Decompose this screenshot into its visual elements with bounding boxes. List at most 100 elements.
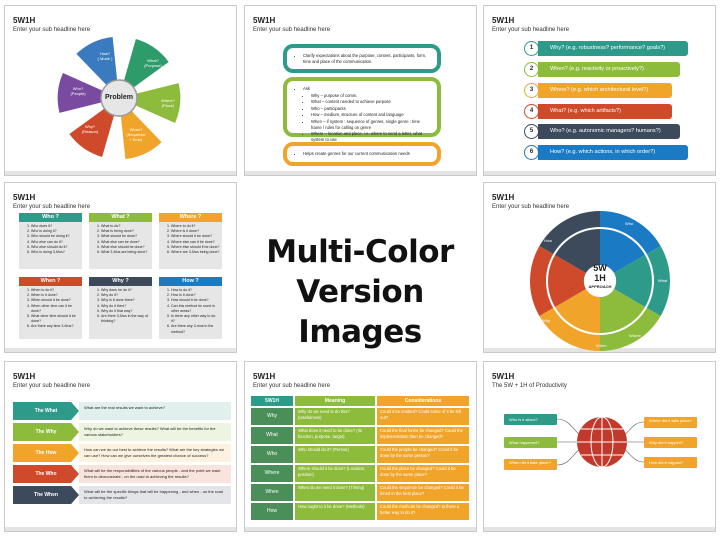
left-label-when: When did it take place? (504, 459, 557, 470)
card-title: Who ? (19, 213, 82, 222)
card-item: What to do? (101, 224, 150, 229)
row-cons: Could the people be changed? Could it be… (377, 446, 469, 463)
row-cons: Could the final forms be changed? Could … (377, 427, 469, 444)
row-meaning: Why do we need to do this? (Usefulness) (295, 408, 375, 425)
header-meaning: Meaning (295, 396, 375, 406)
slide-thumbnail-4[interactable]: 5W1H Enter your sub headline here Who ? … (4, 182, 237, 353)
ask-item: Who – participants (311, 106, 429, 112)
card-item: Who is doing it? (31, 229, 80, 234)
slide-thumbnail-9[interactable]: 5W1H The 5W + 1H of Productivity Who is … (483, 361, 716, 532)
question-row-5: Who? (e.g. autonomic managers? humans?) (538, 124, 680, 139)
row-text-why: Why do we want to achieve these results?… (79, 423, 231, 441)
row-label-who: The Who (13, 465, 79, 483)
card-item: Who is doing 3-Mus? (31, 250, 80, 255)
row-q-where: Where (251, 465, 293, 482)
petal-label-who: Who? (People) (70, 86, 86, 96)
right-label-why: Why did it happen? (644, 437, 697, 448)
right-label-where: Where did it take place? (644, 417, 697, 428)
multi-color-heading: Multi-Color Version Images (240, 232, 480, 352)
slide-subtitle: Enter your sub headline here (492, 27, 570, 33)
card-item: What is being done? (101, 229, 150, 234)
slide-subtitle: Enter your sub headline here (13, 27, 91, 33)
heading-line-2: Version Images (296, 274, 424, 350)
wedge-where (600, 289, 645, 333)
productivity-globe-diagram (556, 416, 645, 468)
card-item: Why is it done there? (101, 298, 150, 303)
row-meaning: Where should it be done? (Location, posi… (295, 465, 375, 482)
card-item: Where is it done? (171, 229, 220, 234)
card-how: How ? How to do it? How is it done? How … (159, 277, 222, 339)
row-cons: Could the place be changed? Could it be … (377, 465, 469, 482)
header-5w1h: 5W1H (251, 396, 293, 406)
card-when: When ? When to do it? When is it done? W… (19, 277, 82, 339)
card-item: What other time should it be done? (31, 314, 80, 324)
wedge-who (600, 229, 645, 273)
card-title: When ? (19, 277, 82, 286)
card-who: Who ? Who does it? Who is doing it? Who … (19, 213, 82, 269)
slide-thumbnail-3[interactable]: 5W1H Enter your sub headline here Why? (… (483, 5, 716, 176)
slide-title: 5W1H (13, 372, 36, 381)
card-title: What ? (89, 213, 152, 222)
slide-thumbnail-6[interactable]: 5W1H Enter your sub headline here 5W 1H … (483, 182, 716, 353)
slide-thumbnail-1[interactable]: 5W1H Enter your sub headline here Proble… (4, 5, 237, 176)
petal-label-why: Why? (Reason) (81, 124, 99, 134)
row-label-how: The How (13, 444, 79, 462)
card-where: Where ? Where to do it? Where is it done… (159, 213, 222, 269)
question-row-6: How? (e.g. which actions, in which order… (538, 145, 688, 160)
question-row-1: Why? (e.g. robustness? performance? goal… (538, 41, 688, 56)
row-number-3: 3 (524, 83, 539, 98)
card-item: How to do it? (171, 288, 220, 293)
segment-label-when: When (596, 343, 607, 348)
row-number-5: 5 (524, 124, 539, 139)
card-title: Why ? (89, 277, 152, 286)
wedge-what (614, 255, 652, 307)
row-q-why: Why (251, 408, 293, 425)
slide-subtitle: Enter your sub headline here (253, 383, 331, 389)
row-text-how: How can we do our best to achieve the re… (79, 444, 231, 462)
segment-label-what: What (658, 278, 668, 283)
petal-where (119, 83, 181, 123)
card-item: When other time can it be done? (31, 304, 80, 314)
card-item: What else should be done? (101, 245, 150, 250)
row-text-when: What will be the specific things that wi… (79, 486, 231, 504)
header-considerations: Considerations (377, 396, 469, 406)
row-number-1: 1 (524, 41, 539, 56)
ask-item: How – medium, structure of content and l… (311, 112, 429, 118)
ring-segment-what (646, 246, 670, 316)
ask-item: When – if system : sequence of genres. s… (311, 119, 429, 131)
heading-line-1: Multi-Color (266, 234, 454, 270)
row-q-what: What (251, 427, 293, 444)
card-item: Why does he do it? (101, 288, 150, 293)
wedge-how (555, 229, 600, 273)
ring-segment-how (539, 211, 601, 255)
clarify-box: Clarify expectations about the purpose, … (283, 44, 441, 73)
card-item: Is there any other way to do it? (171, 314, 220, 324)
card-item: Can this method be used in other areas? (171, 304, 220, 314)
card-item: Why do it then? (101, 304, 150, 309)
slide-title: 5W1H (13, 193, 36, 202)
slide-thumbnail-2[interactable]: 5W1H Enter your sub headline here Clarif… (244, 5, 477, 176)
card-item: Where are 3-Mus being done? (171, 250, 220, 255)
slide-thumbnail-7[interactable]: 5W1H Enter your sub headline here What a… (4, 361, 237, 532)
row-meaning: When do we need it done? (Timing) (295, 484, 375, 501)
question-row-3: Where? (e.g. which architectural level?) (538, 83, 672, 98)
card-item: What else can be done? (101, 240, 150, 245)
card-item: What should be done? (101, 234, 150, 239)
row-text-who: What will be the responsibilities of the… (79, 465, 231, 483)
card-item: When to do it? (31, 288, 80, 293)
card-what: What ? What to do? What is being done? W… (89, 213, 152, 269)
question-row-4: What? (e.g. which artifacts?) (538, 104, 672, 119)
petal-label-what: What? (Purpose) (144, 58, 162, 68)
ask-item: Where – location and place, i.e. where t… (311, 131, 429, 143)
row-number-2: 2 (524, 62, 539, 77)
card-item: How is it done? (171, 293, 220, 298)
approach-title: 5W 1H (593, 263, 607, 283)
slide-thumbnail-8[interactable]: 5W1H Enter your sub headline here 5W1H M… (244, 361, 477, 532)
card-item: Who does it? (31, 224, 80, 229)
petal-label-how: How? ( Mode ) (97, 51, 113, 61)
helps-text: Helps create genres for our current comm… (303, 151, 429, 157)
row-number-6: 6 (524, 145, 539, 160)
wedge-why (548, 255, 586, 307)
card-item: Are there any time 3-Mus? (31, 324, 80, 329)
ring-segment-when (539, 307, 601, 351)
